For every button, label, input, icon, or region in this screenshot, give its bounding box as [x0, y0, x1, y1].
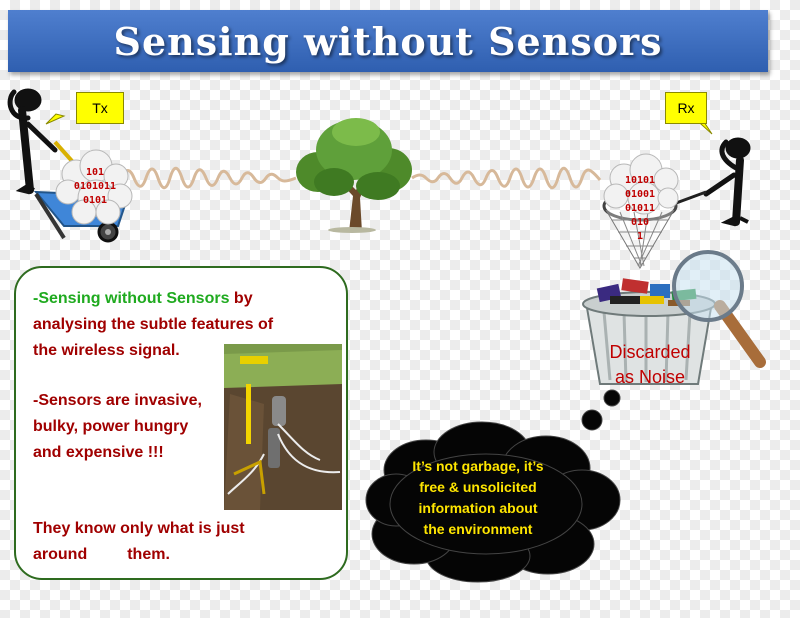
cloud-line: It’s not garbage, it’s [412, 458, 544, 474]
info-line-2: analysing the subtle features of [33, 316, 274, 333]
info-line-4: -Sensors are invasive, [33, 392, 202, 409]
rx-data-cloud [603, 153, 679, 215]
thought-cloud [365, 389, 621, 583]
tx-data-cloud [55, 149, 133, 225]
sensor-photo [224, 344, 342, 510]
tx-bit-line: 0101011 [73, 181, 117, 192]
tx-bits: 101 0101011 0101 [60, 166, 130, 208]
cloud-message: It’s not garbage, it’s free & unsolicite… [383, 456, 573, 540]
tx-person-icon [7, 88, 58, 195]
info-line-6: and expensive !!! [33, 444, 164, 461]
info-highlight: -Sensing without Sensors [33, 290, 230, 307]
tx-callout: Tx [76, 92, 124, 124]
signal-wave-right [411, 166, 602, 190]
info-line-3: the wireless signal. [33, 342, 180, 359]
info-line-1-rest: by [229, 290, 253, 307]
discarded-line: as Noise [614, 367, 686, 387]
cloud-line: free & unsolicited [419, 479, 537, 495]
rx-bits: 10101 01001 01011 010 1 [612, 174, 668, 244]
rx-callout: Rx [665, 92, 707, 124]
info-line-7: They know only what is just [33, 520, 245, 537]
tx-callout-tail [45, 113, 66, 125]
cloud-line: information about [418, 500, 538, 516]
signal-wave-left [118, 166, 297, 190]
cloud-line: the environment [423, 521, 533, 537]
discarded-label: Discarded as Noise [590, 340, 710, 390]
tree-icon [296, 118, 412, 233]
tx-bit-line: 101 [85, 167, 105, 178]
magnifier-icon [672, 250, 766, 368]
rx-bit-line: 010 [630, 217, 650, 228]
rx-bit-line: 01001 [624, 189, 656, 200]
title-banner: Sensing without Sensors [8, 10, 768, 72]
info-line-8: around them. [33, 546, 170, 563]
tx-bit-line: 0101 [82, 195, 108, 206]
tx-label: Tx [92, 100, 108, 116]
info-line-1: -Sensing without Sensors by [33, 286, 253, 312]
page-title: Sensing without Sensors [113, 18, 663, 64]
info-line-5: bulky, power hungry [33, 418, 189, 435]
rx-person-icon [703, 137, 751, 227]
discarded-line: Discarded [609, 342, 691, 362]
rx-bit-line: 01011 [624, 203, 656, 214]
rx-bit-line: 1 [636, 231, 644, 242]
rx-bit-line: 10101 [624, 175, 656, 186]
rx-label: Rx [677, 100, 695, 116]
